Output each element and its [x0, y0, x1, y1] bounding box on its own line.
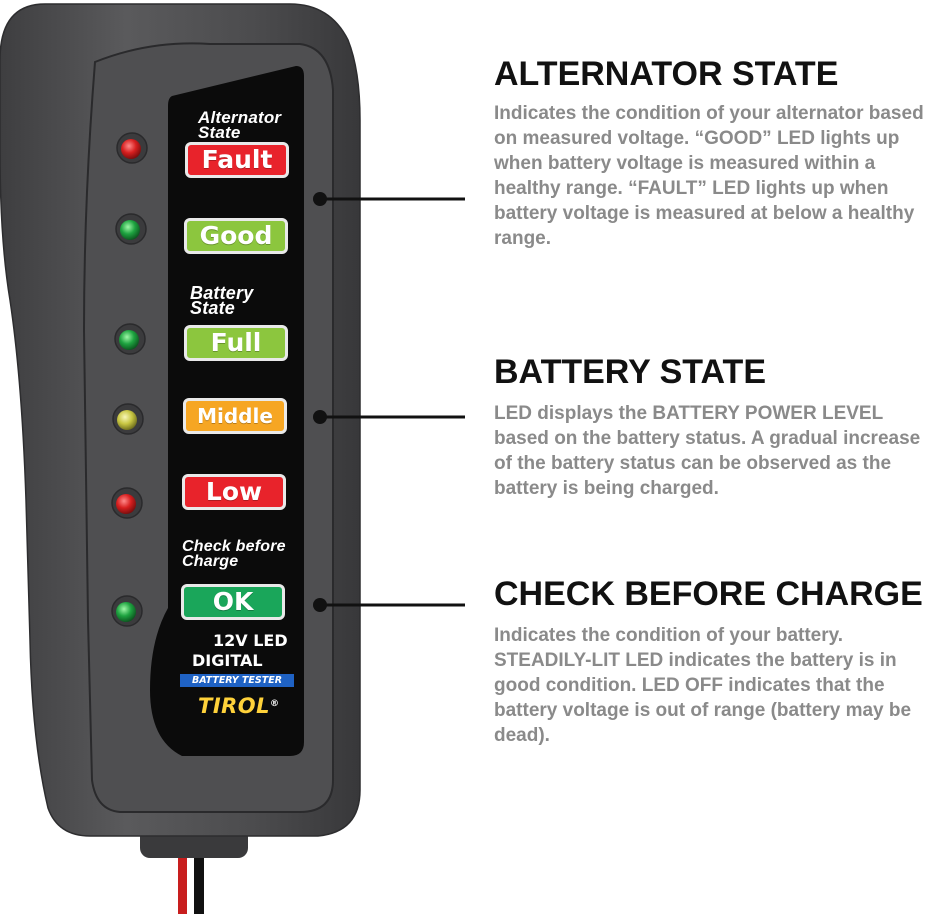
brand-logo: TIROL® — [198, 695, 280, 717]
led-ok — [116, 602, 136, 622]
good-indicator-label: Good — [184, 218, 288, 254]
battery-state-label: Battery State — [190, 283, 254, 318]
brand-name: TIROL — [198, 694, 271, 718]
text-check-before-charge: Indicates the condition of your battery.… — [494, 625, 912, 746]
fault-indicator-label: Fault — [185, 142, 289, 178]
led-fault — [121, 139, 141, 159]
full-indicator-label: Full — [184, 325, 288, 361]
registered-mark: ® — [270, 699, 280, 709]
led-full — [119, 330, 139, 350]
callout-dots — [313, 192, 327, 612]
model-text-12v: 12V LED — [213, 631, 288, 650]
model-text-digital: DIGITAL — [192, 651, 263, 670]
low-indicator-label: Low — [182, 474, 286, 510]
heading-battery-state: BATTERY STATE — [494, 353, 766, 391]
ok-indicator-label: OK — [181, 584, 285, 620]
check-before-charge-label: Check before Charge — [182, 538, 286, 570]
led-low — [116, 494, 136, 514]
heading-alternator-state: ALTERNATOR STATE — [494, 55, 839, 93]
text-alternator-state: Indicates the condition of your alternat… — [494, 103, 924, 249]
middle-indicator-label: Middle — [183, 398, 287, 434]
heading-check-before-charge: CHECK BEFORE CHARGE — [494, 575, 923, 613]
cable-red — [178, 845, 187, 914]
alternator-state-label: Alternator State — [198, 108, 282, 142]
led-good — [120, 220, 140, 240]
led-middle — [117, 410, 137, 430]
battery-tester-badge: BATTERY TESTER — [180, 674, 294, 687]
cable-black — [194, 845, 204, 914]
callout-lines — [321, 197, 465, 607]
text-battery-state: LED displays the BATTERY POWER LEVEL bas… — [494, 403, 921, 499]
